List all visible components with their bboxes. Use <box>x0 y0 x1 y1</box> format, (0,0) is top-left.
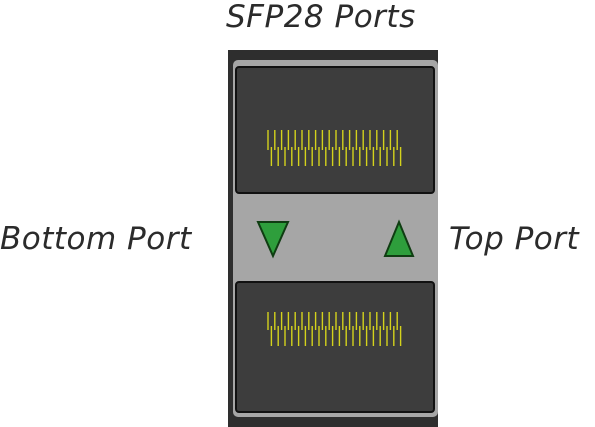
bottom-port-contacts <box>267 312 402 346</box>
up-arrow-led-icon <box>383 219 415 257</box>
down-arrow-led-icon <box>256 221 290 259</box>
diagram-title: SFP28 Ports <box>226 0 416 35</box>
bottom-port-label: Bottom Port <box>0 221 192 257</box>
top-port <box>235 66 435 194</box>
top-port-opening <box>235 66 435 194</box>
bottom-port <box>235 281 435 413</box>
top-port-contacts <box>267 130 402 166</box>
top-port-label: Top Port <box>449 221 580 257</box>
bottom-port-opening <box>235 281 435 413</box>
